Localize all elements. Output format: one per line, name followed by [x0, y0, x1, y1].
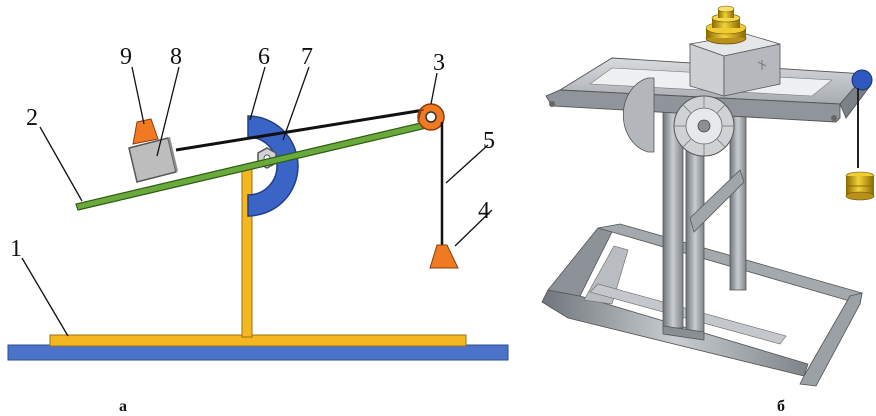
table-bolt-left: [549, 101, 555, 107]
sliding-block: [128, 137, 177, 183]
schematic-diagram: 1 2 3 4 5 6 7 8 9 а: [7, 44, 509, 415]
gold-weight-stack-2: [712, 18, 740, 28]
label-4: 4: [478, 198, 490, 224]
pulley-wheel-teeth: [674, 96, 734, 156]
caption-left: а: [119, 398, 127, 415]
rendered-block-side: [723, 43, 781, 97]
label-6: 6: [258, 44, 270, 70]
gold-weight-top-3: [717, 5, 735, 13]
pulley-bracket: [417, 109, 424, 123]
pulley-wheel-hub: [697, 119, 711, 133]
bottom-frame-rail-right: [799, 292, 863, 387]
label-7: 7: [301, 44, 313, 70]
base-plate: [7, 344, 509, 361]
hanging-gold-bottom: [845, 191, 875, 201]
label-1: 1: [10, 236, 22, 262]
label-8: 8: [170, 44, 182, 70]
leader-lines: [21, 66, 493, 337]
block-weight: [132, 118, 159, 145]
string-upper: [175, 108, 425, 152]
rendered-block-mark: [757, 60, 767, 70]
label-5: 5: [483, 128, 495, 154]
diagonal-brace: [689, 169, 745, 233]
column-foot-block: [662, 325, 705, 341]
pulley-axle: [425, 111, 437, 123]
stand-post: [241, 164, 253, 338]
hanging-weight: [429, 244, 459, 269]
rendered-protractor: [622, 77, 655, 153]
label-3: 3: [433, 50, 445, 76]
caption-right: б: [777, 398, 785, 415]
gold-weight-stack-3: [718, 9, 734, 18]
rendered-pulley: [851, 69, 873, 91]
table-bolt-right: [831, 115, 837, 121]
block-shade: [168, 137, 178, 172]
label-2: 2: [26, 105, 38, 131]
rendered-apparatus: б: [541, 5, 875, 415]
stand-foot: [49, 334, 467, 347]
label-9: 9: [120, 44, 132, 70]
